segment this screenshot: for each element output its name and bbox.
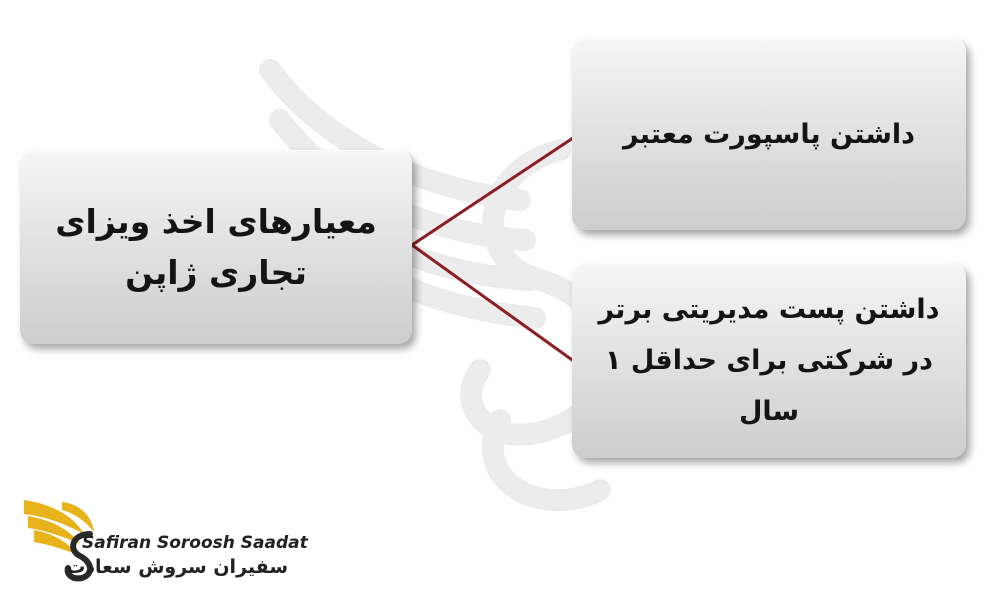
- child-node-passport: داشتن پاسپورت معتبر: [572, 38, 966, 230]
- root-node: معیارهای اخذ ویزای تجاری ژاپن: [20, 150, 412, 344]
- connector-to-child-1: [411, 128, 586, 247]
- connector-to-child-2: [411, 243, 576, 364]
- golden-wing-icon: [24, 500, 94, 582]
- child-node-label: داشتن پست مدیریتی برتر در شرکتی برای حدا…: [598, 293, 940, 428]
- logo-name-latin: Safiran Soroosh Saadat: [82, 533, 308, 553]
- root-node-label: معیارهای اخذ ویزای تجاری ژاپن: [55, 201, 377, 292]
- child-node-management-position: داشتن پست مدیریتی برتر در شرکتی برای حدا…: [572, 263, 966, 458]
- logo-name-farsi: سفیران سروش سعادت: [66, 556, 288, 578]
- child-node-label: داشتن پاسپورت معتبر: [622, 118, 916, 150]
